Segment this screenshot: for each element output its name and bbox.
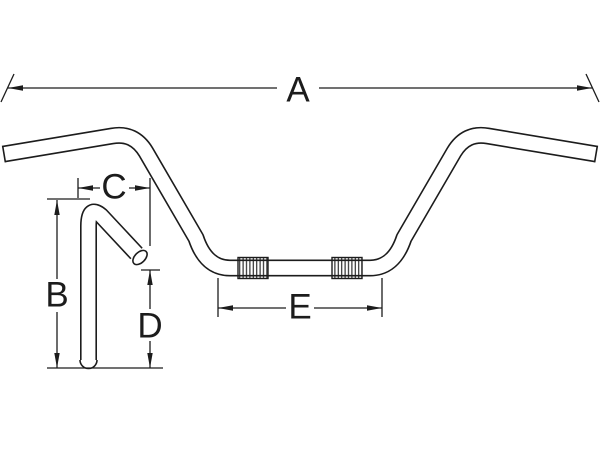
dimension-e: E xyxy=(217,278,383,327)
dimension-d: D xyxy=(137,269,163,368)
dimension-label-c: C xyxy=(101,168,126,207)
dimension-label-e: E xyxy=(288,288,311,327)
dim-a-extension-left xyxy=(0,73,15,103)
dim-b-arrow-top xyxy=(54,200,60,215)
dimension-a: A xyxy=(0,71,600,110)
dimension-b: B xyxy=(45,198,163,369)
side-view-tube-body xyxy=(81,205,142,360)
dim-a-arrow-right xyxy=(577,85,592,91)
dim-e-arrow-left xyxy=(218,305,233,311)
grip-end-face-ellipse xyxy=(132,249,148,266)
side-view-rounded-bottom-cap xyxy=(79,359,98,370)
left-knurl-section xyxy=(237,256,269,280)
dim-a-extension-right xyxy=(585,73,600,103)
dim-a-arrow-left xyxy=(8,85,23,91)
dim-c-arrow-right xyxy=(135,185,150,191)
dimension-label-a: A xyxy=(286,71,310,110)
dim-d-arrow-top xyxy=(147,270,153,285)
dimension-label-d: D xyxy=(137,307,162,346)
dimension-c: C xyxy=(77,168,151,246)
right-knurl-section xyxy=(331,256,363,280)
right-bar-end-cap xyxy=(593,145,599,163)
dimension-label-b: B xyxy=(45,276,68,315)
dim-d-arrow-bottom xyxy=(147,353,153,368)
dim-e-arrow-right xyxy=(367,305,382,311)
left-bar-end-cap xyxy=(1,145,7,163)
handlebar-front-view xyxy=(1,126,599,280)
dim-c-arrow-left xyxy=(78,185,93,191)
dim-b-arrow-bottom xyxy=(54,353,60,368)
handlebar-side-view xyxy=(79,203,148,370)
handlebar-tube-body xyxy=(2,128,598,275)
